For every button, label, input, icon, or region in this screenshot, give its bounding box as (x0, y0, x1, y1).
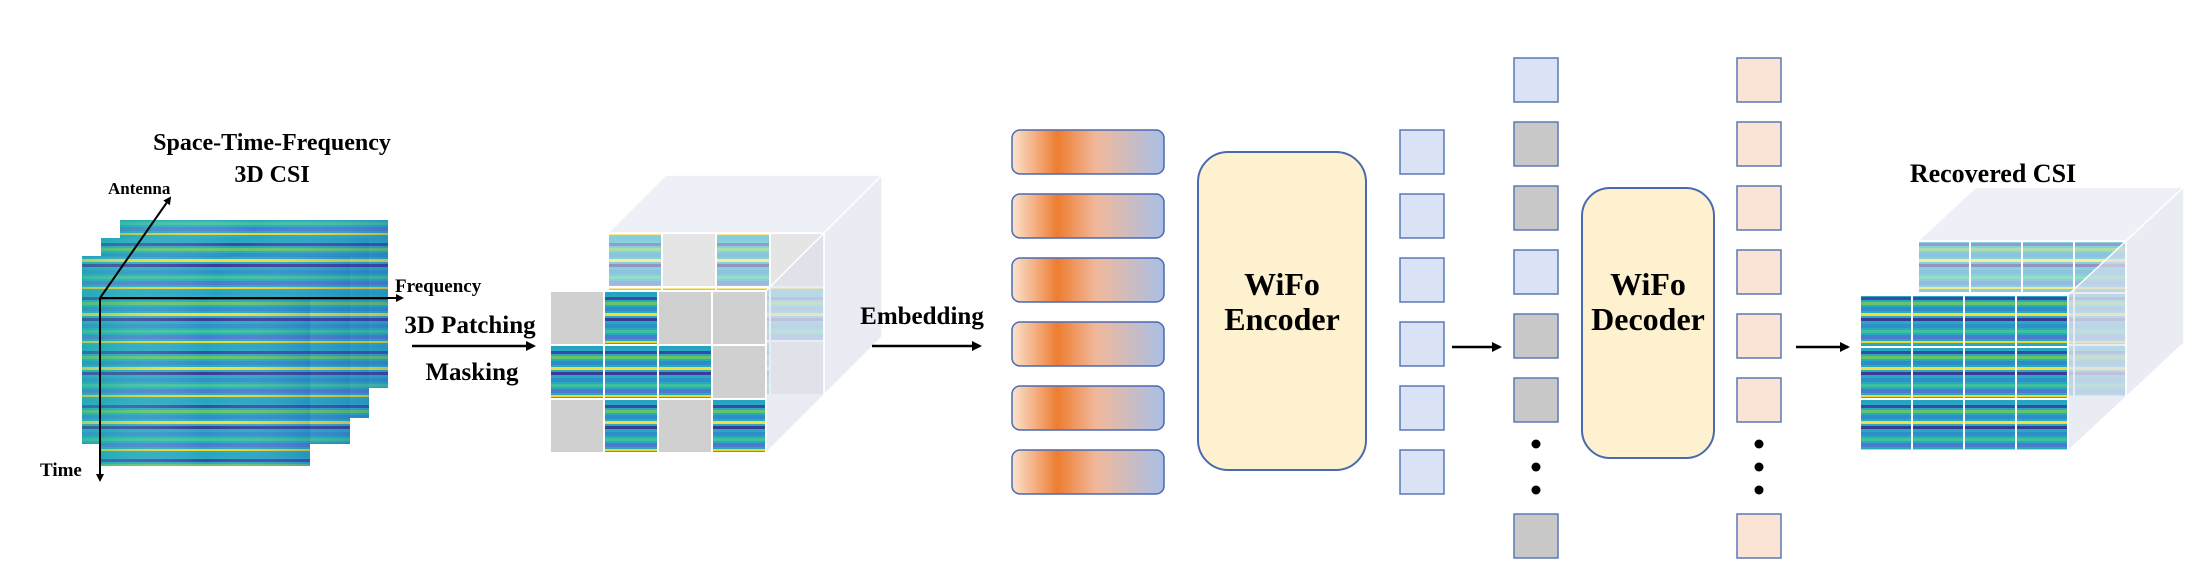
recovered-cube-patch-l1-r0-c2 (2021, 240, 2075, 294)
input-title-line2: 3D CSI (234, 162, 309, 188)
encoder-label-line2: Encoder (1224, 301, 1340, 337)
decoder-input-token-6 (1513, 377, 1559, 423)
masked-cube-patch-l0-r1-c3 (711, 344, 767, 400)
decoder-input-token-2 (1513, 121, 1559, 167)
embedding-label: Embedding (860, 303, 984, 330)
encoder-label-line1: WiFo (1244, 266, 1320, 302)
csi-axes (96, 196, 404, 482)
recovered-cube-patch-l0-r0-c1 (1911, 294, 1965, 348)
recovered-cube-patch-l0-r1-c3 (2015, 346, 2069, 400)
decoder-output-token-4 (1736, 249, 1782, 295)
wifo-encoder-block: WiFo Encoder (1197, 151, 1367, 471)
decoder-input-token-1 (1513, 57, 1559, 103)
recovered-cube-patch-l0-r0-c2 (1963, 294, 2017, 348)
masked-patch-cube (549, 173, 884, 455)
masking-label: Masking (425, 359, 519, 386)
decoder-output-tokens (1736, 57, 1782, 559)
output-ellipsis-dot-2 (1754, 462, 1764, 472)
output-title: Recovered CSI (1910, 159, 2076, 188)
decoder-input-token-5 (1513, 313, 1559, 359)
masked-cube-side-face-0 (765, 231, 825, 455)
input-title-line1: Space-Time-Frequency (153, 130, 391, 156)
encoder-output-token-5 (1399, 385, 1445, 431)
masked-cube-patch-l0-r1-c0 (549, 344, 605, 400)
masked-cube-patch-l1-r0-c1 (661, 232, 717, 288)
recovered-cube-patch-l0-r1-c2 (1963, 346, 2017, 400)
encoder-output-tokens (1399, 129, 1445, 495)
embedding-token-4 (1011, 321, 1165, 367)
decoder-output-token-5 (1736, 313, 1782, 359)
encoder-output-token-2 (1399, 193, 1445, 239)
encoder-output-token-1 (1399, 129, 1445, 175)
axis-label-antenna: Antenna (108, 179, 171, 198)
masked-cube-patch-l0-r2-c0 (549, 398, 605, 454)
masked-cube-patch-l0-r0-c1 (603, 290, 659, 346)
embedding-token-1 (1011, 129, 1165, 175)
decoder-output-token-3 (1736, 185, 1782, 231)
masked-cube-patch-l1-r0-c0 (607, 232, 663, 288)
decoder-label-line1: WiFo (1610, 266, 1686, 302)
encoder-output-token-6 (1399, 449, 1445, 495)
decoder-input-token-3 (1513, 185, 1559, 231)
encoder-output-token-3 (1399, 257, 1445, 303)
output-ellipsis-dot-3 (1754, 485, 1764, 495)
recovered-cube-patch-l0-r0-c3 (2015, 294, 2069, 348)
decoder-input-token-4 (1513, 249, 1559, 295)
masked-cube-patch-l0-r0-c3 (711, 290, 767, 346)
ellipsis-dot-2 (1531, 462, 1541, 472)
decoder-input-token-7 (1513, 513, 1559, 559)
embedding-tokens (1011, 129, 1165, 495)
recovered-cube-patch-l0-r2-c0 (1859, 398, 1913, 452)
recovered-cube-side-face-0 (2067, 239, 2127, 453)
masked-cube-patch-l0-r2-c2 (657, 398, 713, 454)
patching-label: 3D Patching (404, 312, 536, 339)
antenna-axis (99, 196, 172, 299)
recovered-cube-patch-l0-r2-c3 (2015, 398, 2069, 452)
masked-cube-patch-l0-r0-c0 (549, 290, 605, 346)
decoder-input-tokens (1513, 57, 1559, 559)
decoder-output-token-7 (1736, 513, 1782, 559)
decoder-output-token-6 (1736, 377, 1782, 423)
wifo-decoder-block: WiFo Decoder (1581, 187, 1715, 459)
input-csi-stack (82, 220, 388, 466)
decoder-label-line2: Decoder (1591, 301, 1705, 337)
embedding-token-6 (1011, 449, 1165, 495)
axis-label-time: Time (40, 460, 82, 481)
decoder-output-token-2 (1736, 121, 1782, 167)
embedding-token-2 (1011, 193, 1165, 239)
ellipsis-dot-1 (1531, 439, 1541, 449)
recovered-cube-patch-l0-r0-c0 (1859, 294, 1913, 348)
embedding-token-5 (1011, 385, 1165, 431)
output-ellipsis-dot-1 (1754, 439, 1764, 449)
masked-cube-patch-l0-r0-c2 (657, 290, 713, 346)
recovered-cube-patch-l1-r0-c0 (1917, 240, 1971, 294)
masked-cube-patch-l1-r0-c2 (715, 232, 771, 288)
encoder-output-token-4 (1399, 321, 1445, 367)
masked-cube-patch-l0-r1-c1 (603, 344, 659, 400)
masked-cube-patch-l0-r2-c1 (603, 398, 659, 454)
recovered-cube-patch-l0-r2-c1 (1911, 398, 1965, 452)
recovered-cube-patch-l1-r0-c1 (1969, 240, 2023, 294)
axis-label-frequency: Frequency (395, 276, 482, 297)
masked-cube-patch-l0-r2-c3 (711, 398, 767, 454)
ellipsis-dot-3 (1531, 485, 1541, 495)
recovered-cube-patch-l0-r1-c1 (1911, 346, 1965, 400)
embedding-token-3 (1011, 257, 1165, 303)
recovered-cube-patch-l0-r2-c2 (1963, 398, 2017, 452)
decoder-output-token-1 (1736, 57, 1782, 103)
recovered-csi-cube (1859, 185, 2186, 453)
recovered-cube-patch-l0-r1-c0 (1859, 346, 1913, 400)
masked-cube-patch-l0-r1-c2 (657, 344, 713, 400)
